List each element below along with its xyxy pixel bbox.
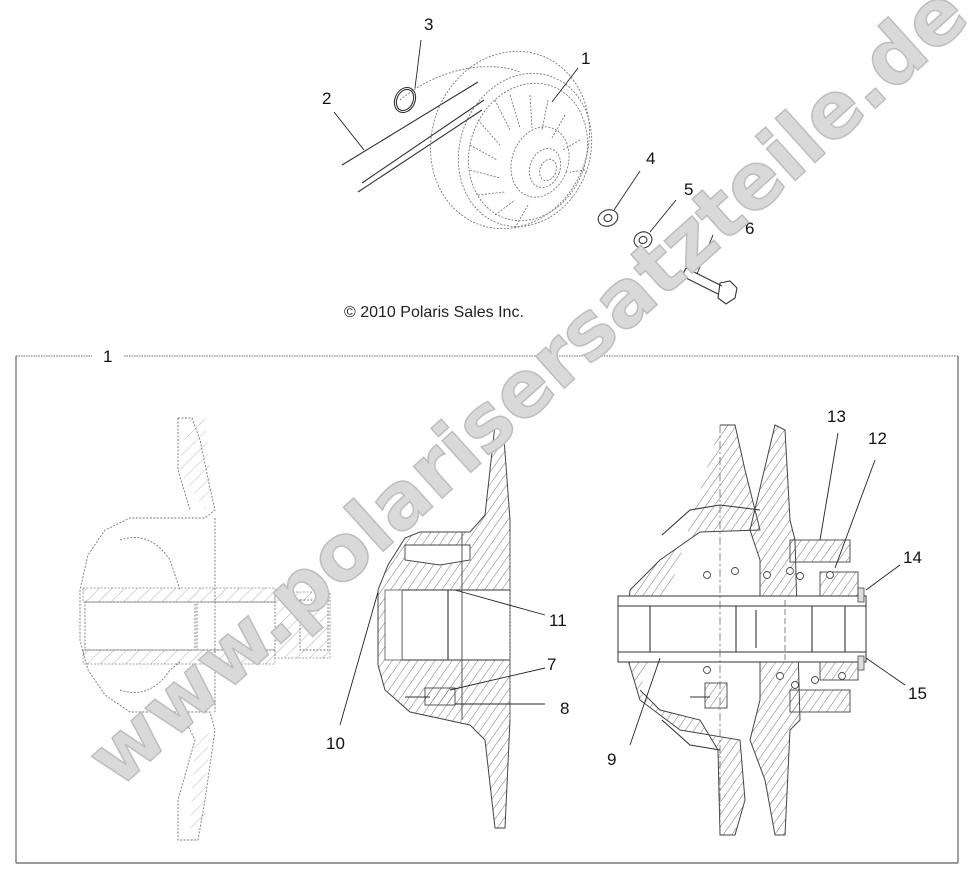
callout-2: 2 bbox=[322, 89, 331, 108]
callout-14: 14 bbox=[903, 548, 922, 567]
callout-9: 9 bbox=[607, 750, 616, 769]
callout-15: 15 bbox=[908, 684, 927, 703]
drive-belt bbox=[341, 66, 521, 193]
callout-7: 7 bbox=[547, 655, 556, 674]
detail-frame-label: 1 bbox=[103, 347, 112, 366]
callout-13: 13 bbox=[827, 407, 846, 426]
o-ring bbox=[393, 86, 417, 114]
callout-8: 8 bbox=[560, 699, 569, 718]
callout-5: 5 bbox=[684, 180, 693, 199]
sheave-section-middle bbox=[377, 424, 511, 829]
bolt bbox=[681, 267, 738, 305]
exploded-view: 3 2 1 4 5 6 © 2010 Polaris Sales Inc. bbox=[322, 15, 754, 321]
watermark: www.polarisersatzteile.de bbox=[70, 0, 972, 804]
copyright-text: © 2010 Polaris Sales Inc. bbox=[344, 304, 524, 321]
sheave-section-left bbox=[79, 417, 331, 841]
callout-4: 4 bbox=[646, 149, 655, 168]
callout-11: 11 bbox=[549, 611, 567, 630]
clutch-assembly bbox=[430, 50, 593, 230]
callout-3: 3 bbox=[424, 15, 433, 34]
callout-6: 6 bbox=[745, 219, 754, 238]
washer-4 bbox=[597, 209, 619, 227]
callout-1: 1 bbox=[581, 49, 590, 68]
washer-5 bbox=[633, 231, 653, 249]
detail-frame: 1 bbox=[15, 347, 959, 864]
callout-12: 12 bbox=[868, 429, 887, 448]
sheave-section-right bbox=[617, 424, 867, 836]
callout-10: 10 bbox=[326, 734, 345, 753]
